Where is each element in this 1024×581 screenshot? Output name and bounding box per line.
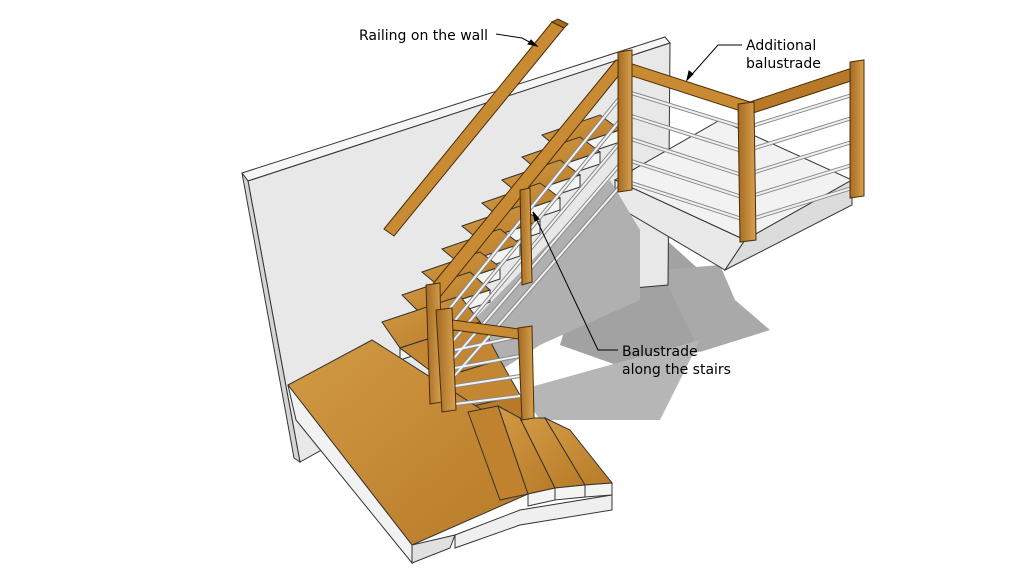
leader-lines — [495, 33, 742, 351]
upper-landing — [613, 119, 854, 272]
additional-post-right — [849, 59, 865, 199]
additional-top-rail-b — [749, 65, 861, 115]
landing-corner-post — [517, 325, 535, 421]
leader-balustrade-stairs — [532, 211, 618, 351]
label-balustrade-along-stairs: Balustrade along the stairs — [622, 343, 731, 379]
label-additional-balustrade-line2: balustrade — [746, 56, 821, 72]
label-railing-on-wall: Railing on the wall — [359, 28, 489, 44]
additional-post-back — [617, 49, 633, 193]
stair-mid-post — [519, 187, 533, 286]
label-balustrade-along-stairs-line1: Balustrade — [622, 344, 698, 360]
label-additional-balustrade-line1: Additional — [746, 38, 817, 54]
wall-railing — [383, 18, 569, 237]
additional-post-corner — [737, 101, 757, 243]
leader-additional-balustrade — [686, 44, 742, 81]
stair-balustrade — [425, 59, 629, 421]
lower-flight-steps — [454, 404, 613, 549]
label-additional-balustrade: Additional balustrade — [746, 37, 821, 73]
label-balustrade-along-stairs-line2: along the stairs — [622, 362, 731, 378]
newel-post-front — [435, 307, 457, 413]
additional-balustrade — [617, 49, 865, 243]
